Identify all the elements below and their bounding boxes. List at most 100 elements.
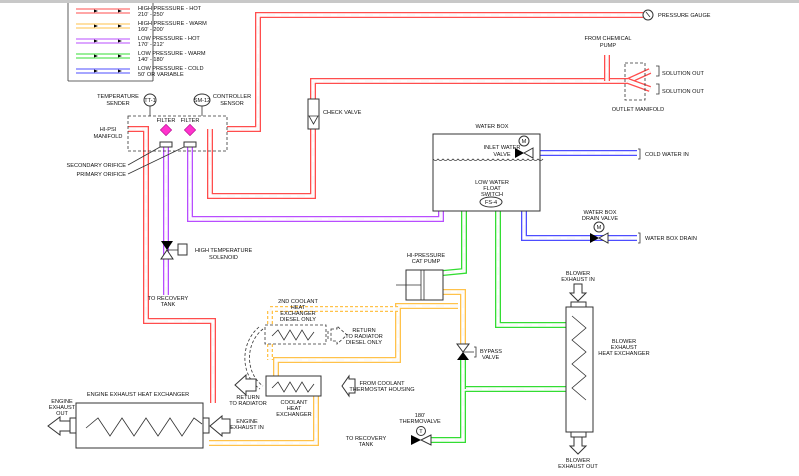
legend-label: HIGH PRESSURE - HOT <box>138 6 202 12</box>
drain-pipe <box>521 211 637 241</box>
cat-pump <box>396 269 444 301</box>
hx2-label-2: HEAT <box>291 305 306 311</box>
sm12-tag: SM-12 <box>194 98 210 104</box>
outlet-manifold-label: OUTLET MANIFOLD <box>612 107 664 113</box>
hot-pipe-engine-hx <box>128 126 216 403</box>
thermovalve-label: 180' <box>415 413 425 419</box>
filter-icon <box>183 123 197 137</box>
blower-hx-return-pipe-core <box>431 387 566 442</box>
from-coolant-label: FROM COOLANT <box>359 381 405 387</box>
engine-exhaust-heat-exchanger <box>75 402 204 449</box>
cat-pump-label-2: CAT PUMP <box>412 259 441 265</box>
motor-tag: M <box>522 139 527 145</box>
bypass-label-2: VALVE <box>482 355 499 361</box>
engine-in-label-2: EXHAUST IN <box>230 425 263 431</box>
return-radiator-label-2: TO RADIATOR <box>229 401 267 407</box>
blower-exhaust-heat-exchanger <box>565 306 594 433</box>
float-switch-label-3: SWITCH <box>481 192 503 198</box>
diesel-bypass-line <box>244 326 264 390</box>
float-switch-label: LOW WATER <box>475 180 509 186</box>
hot-pipe-outlet <box>310 68 652 99</box>
float-switch-label-2: FLOAT <box>483 186 501 192</box>
hi-psi-label: HI-PSI <box>100 127 117 133</box>
engine-hx-label: ENGINE EXHAUST HEAT EXCHANGER <box>87 392 189 398</box>
hi-psi-label-2: MANIFOLD <box>94 134 123 140</box>
from-coolant-arrow-icon <box>341 374 356 398</box>
temp-sender-label: TEMPERATURE <box>97 94 139 100</box>
blower-exhaust-out-arrow-icon <box>568 436 588 455</box>
return-radiator-label: RETURN <box>236 395 259 401</box>
legend-range: 210' - 250' <box>138 12 164 18</box>
coolant-hx-label-2: HEAT <box>287 406 302 412</box>
controller-label-2: SENSOR <box>220 101 244 107</box>
thermovalve-label-2: THERMOVALVE <box>399 419 441 425</box>
second-coolant-heat-exchanger <box>264 324 327 345</box>
fs4-tag: FS-4 <box>485 200 497 206</box>
secondary-orifice <box>159 141 173 148</box>
blower-out-label-2: EXHAUST OUT <box>558 464 598 470</box>
high-temperature-solenoid-icon <box>160 241 188 260</box>
hx2-label-4: DIESEL ONLY <box>280 317 316 323</box>
tt1-tag: TT-1 <box>144 98 156 104</box>
outlet-manifold <box>624 62 646 101</box>
float-switch <box>479 196 503 208</box>
drain-valve-label: WATER BOX <box>584 210 617 216</box>
inlet-water-valve-icon <box>515 135 534 159</box>
hot-pipe-check <box>207 129 316 199</box>
legend-range: 160' - 200' <box>138 27 164 33</box>
motor-tag: M <box>597 225 602 231</box>
chemical-pump-label-2: PUMP <box>600 43 616 49</box>
legend-range: 140' - 180' <box>138 57 164 63</box>
recovery-tank-label-2: TANK <box>161 302 176 308</box>
filter-icon <box>159 123 173 137</box>
drain-valve-icon <box>590 221 609 244</box>
engine-exhaust-out-arrow-icon <box>47 416 71 436</box>
secondary-orifice-label: SECONDARY ORIFICE <box>67 163 127 169</box>
inlet-valve-label-2: VALVE <box>493 152 510 158</box>
hot-pipe-outlet-core <box>311 69 651 99</box>
return-diesel-label-2: TO RADIATOR <box>345 334 383 340</box>
solution-out-label-2: SOLUTION OUT <box>662 89 705 95</box>
blower-out-label: BLOWER <box>566 458 590 464</box>
hot-pipe-engine-hx-core <box>128 127 215 403</box>
pressure-gauge-icon <box>642 9 654 21</box>
inlet-valve-label: INLET WATER <box>484 145 521 151</box>
controller-label: CONTROLLER <box>213 94 251 100</box>
hi-psi-manifold <box>127 115 228 152</box>
return-diesel-label: RETURN <box>352 328 375 334</box>
hot-pipe-gauge <box>227 12 643 132</box>
filter-label-2: FILTER <box>181 118 200 124</box>
engine-exhaust-in-arrow-icon <box>209 414 231 438</box>
return-diesel-label-3: DIESEL ONLY <box>346 340 382 346</box>
return-radiator-arrow-icon <box>234 373 257 397</box>
solution-out-label-1: SOLUTION OUT <box>662 71 705 77</box>
legend-label: HIGH PRESSURE - WARM <box>138 21 207 27</box>
filter-label-1: FILTER <box>157 118 176 124</box>
return-diesel-arrow-icon <box>327 325 348 345</box>
primary-orifice <box>183 141 197 148</box>
coolant-hx-label: COOLANT <box>280 400 308 406</box>
blower-exhaust-in-arrow-icon <box>568 283 588 302</box>
solenoid-label-2: SOLENOID <box>209 255 238 261</box>
hot-pipe-gauge-core <box>227 13 643 131</box>
hx2-label-3: EXCHANGER <box>280 311 315 317</box>
solution-outlet-caps <box>656 65 660 95</box>
legend-label: LOW PRESSURE - COLD <box>138 66 204 72</box>
solenoid-label: HIGH TEMPERATURE <box>195 248 253 254</box>
pressure-gauge-label: PRESSURE GAUGE <box>658 13 711 19</box>
cat-pump-label: HI-PRESSURE <box>407 253 445 259</box>
hx2-label: 2ND COOLANT <box>278 299 318 305</box>
bypass-valve-icon <box>456 343 477 360</box>
legend-label: LOW PRESSURE - WARM <box>138 51 206 57</box>
hot-pipe-check-core <box>208 129 315 198</box>
coolant-hx-label-3: EXCHANGER <box>276 412 311 418</box>
blower-in-label: BLOWER <box>566 271 590 277</box>
temp-sender-label-2: SENDER <box>106 101 129 107</box>
primary-orifice-label: PRIMARY ORIFICE <box>76 172 126 178</box>
blower-hx-label-2: EXHAUST <box>611 345 638 351</box>
blower-hx-supply-pipe-core <box>496 211 566 327</box>
